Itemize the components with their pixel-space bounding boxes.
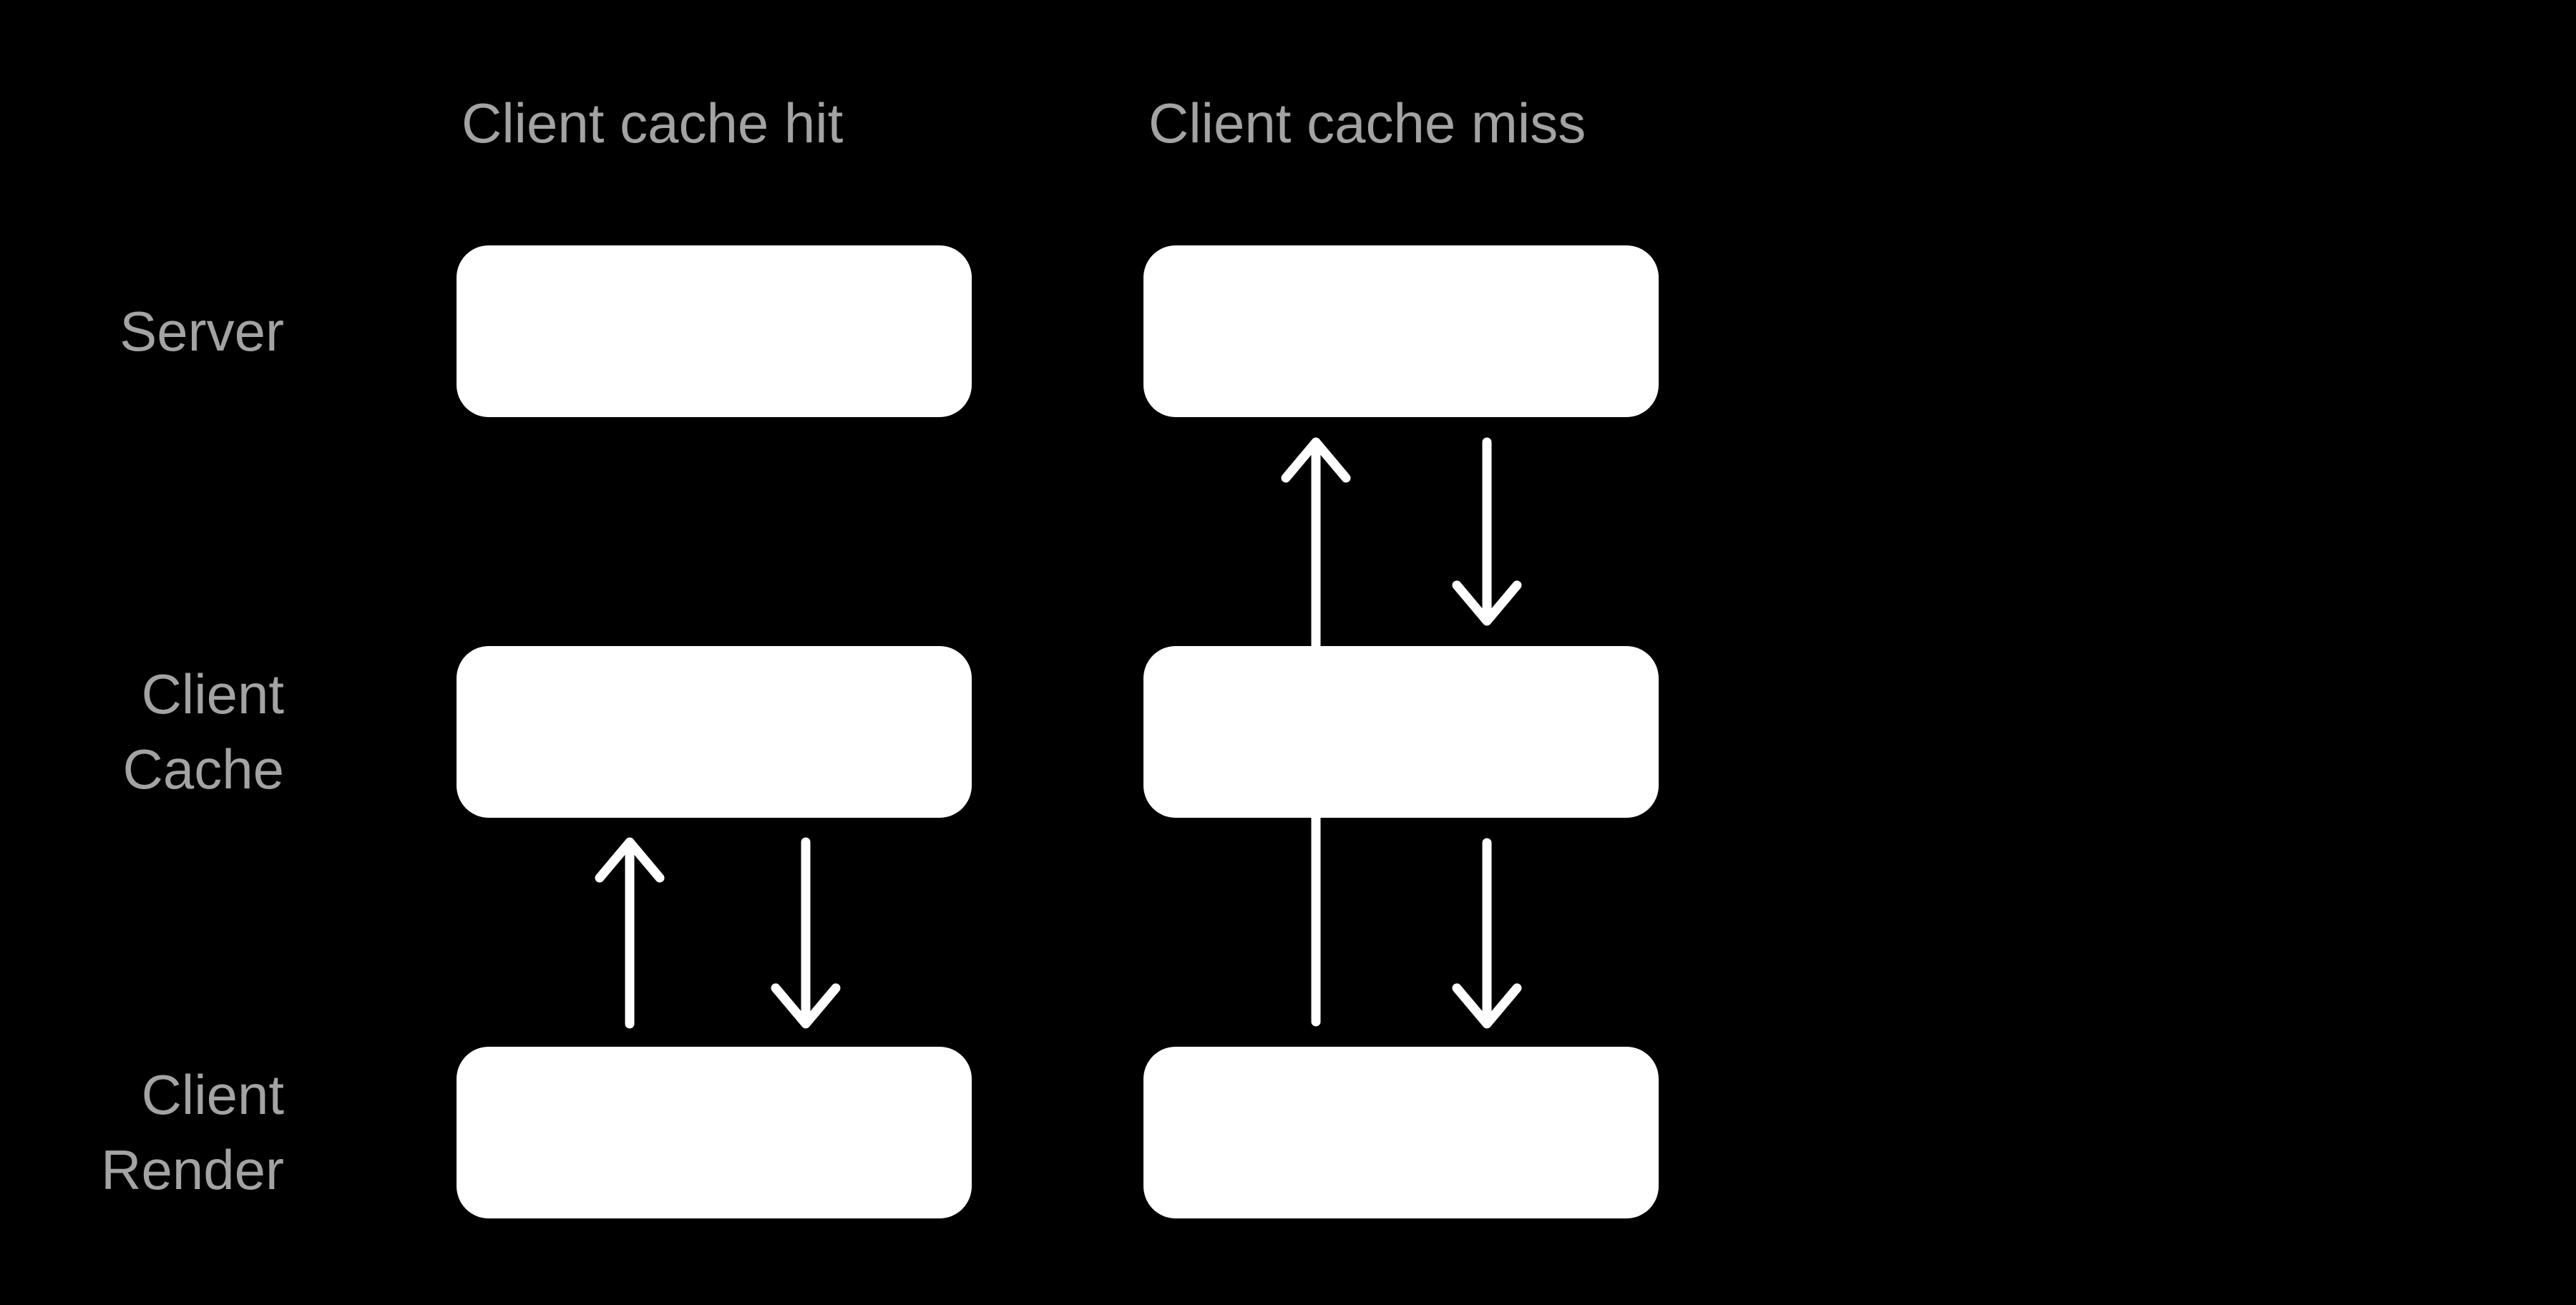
node-box-miss-server — [1143, 245, 1659, 417]
node-box-miss-client-cache — [1143, 646, 1659, 818]
node-box-miss-client-render — [1143, 1047, 1659, 1218]
row-label-line: Client — [141, 1063, 284, 1126]
row-label-line: Render — [101, 1138, 284, 1201]
arrow-head — [1281, 437, 1351, 483]
arrow-head — [1452, 580, 1522, 626]
arrow-down-miss-server-to-cache — [1452, 437, 1522, 626]
arrow-head — [595, 837, 665, 883]
node-box-hit-client-cache — [457, 646, 972, 818]
row-label-line: Cache — [122, 738, 284, 801]
arrow-head — [771, 983, 841, 1029]
arrow-down-miss-cache-to-render — [1452, 838, 1522, 1029]
node-box-hit-server — [457, 245, 972, 417]
column-header-miss: Client cache miss — [1148, 92, 1586, 155]
node-box-hit-client-render — [457, 1047, 972, 1218]
row-label-line: Client — [141, 663, 284, 725]
arrow-head — [1452, 983, 1522, 1029]
arrow-down-hit-cache-to-render — [771, 837, 841, 1029]
column-header-hit: Client cache hit — [462, 92, 844, 155]
arrow-up-hit-render-to-cache — [595, 837, 665, 1029]
row-label-line: Server — [119, 299, 284, 363]
row-label-server: Server — [0, 245, 284, 417]
